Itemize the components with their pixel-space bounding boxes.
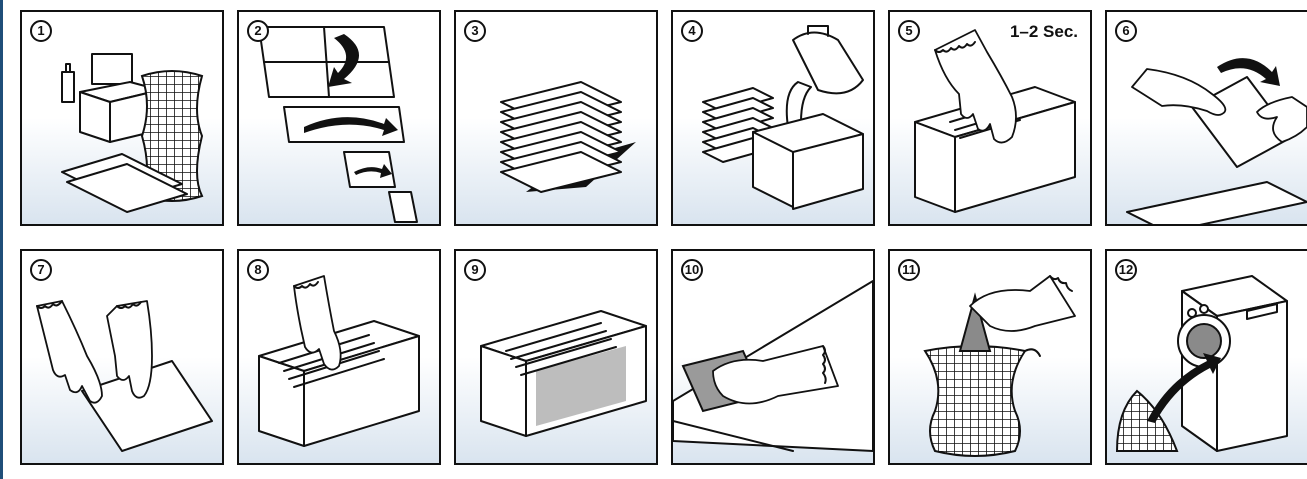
step-10-number: 10 <box>681 259 703 281</box>
step-2-illustration <box>239 12 439 224</box>
step-4-panel: 4 <box>671 10 875 226</box>
step-1-number: 1 <box>30 20 52 42</box>
step-3-number: 3 <box>464 20 486 42</box>
step-4-number: 4 <box>681 20 703 42</box>
step-7-illustration <box>22 251 222 463</box>
step-3-panel: 3 <box>454 10 658 226</box>
step-12-number: 12 <box>1115 259 1137 281</box>
step-6-panel: 6 <box>1105 10 1307 226</box>
step-8-number: 8 <box>247 259 269 281</box>
step-1-illustration <box>22 12 222 224</box>
step-6-number: 6 <box>1115 20 1137 42</box>
step-12-illustration <box>1107 251 1307 463</box>
step-2-panel: 2 <box>237 10 441 226</box>
step-1-panel: 1 <box>20 10 224 226</box>
step-5-duration: 1–2 Sec. <box>1010 22 1078 42</box>
step-12-panel: 12 <box>1105 249 1307 465</box>
step-11-illustration <box>890 251 1090 463</box>
step-8-illustration <box>239 251 439 463</box>
step-3-illustration <box>456 12 656 224</box>
step-11-number: 11 <box>898 259 920 281</box>
step-6-illustration <box>1107 12 1307 224</box>
step-7-panel: 7 <box>20 249 224 465</box>
step-2-number: 2 <box>247 20 269 42</box>
step-10-panel: 10 <box>671 249 875 465</box>
step-10-illustration <box>673 251 873 463</box>
step-5-number: 5 <box>898 20 920 42</box>
step-9-panel: 9 <box>454 249 658 465</box>
step-11-panel: 11 <box>888 249 1092 465</box>
step-4-illustration <box>673 12 873 224</box>
left-accent-rule <box>0 0 3 479</box>
step-9-illustration <box>456 251 656 463</box>
step-5-panel: 5 1–2 Sec. <box>888 10 1092 226</box>
step-7-number: 7 <box>30 259 52 281</box>
step-9-number: 9 <box>464 259 486 281</box>
step-5-illustration <box>890 12 1090 224</box>
step-8-panel: 8 <box>237 249 441 465</box>
